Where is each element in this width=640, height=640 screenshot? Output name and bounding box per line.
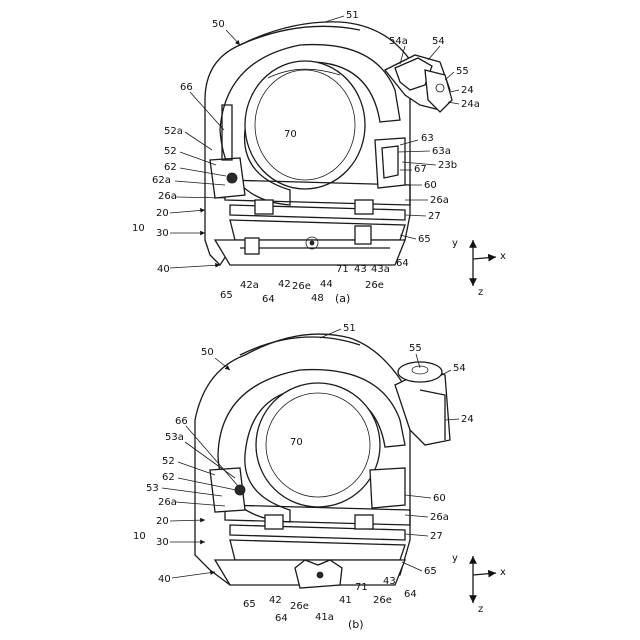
label-51-b: 51 <box>343 323 356 334</box>
label-71-b: 71 <box>355 582 368 593</box>
label-10-a: 10 <box>132 223 145 234</box>
label-63a-a: 63a <box>432 146 451 157</box>
label-55-b: 55 <box>409 343 422 354</box>
label-10-b: 10 <box>133 531 146 542</box>
label-63-a: 63 <box>421 133 434 144</box>
label-50-b: 50 <box>201 347 214 358</box>
label-26a-left-a: 26a <box>158 191 177 202</box>
label-41a-b: 41a <box>315 612 334 623</box>
label-26a-left-b: 26a <box>158 497 177 508</box>
label-64-left-a: 64 <box>262 294 275 305</box>
lens-70-b <box>256 383 380 507</box>
label-26e-right-a: 26e <box>365 280 384 291</box>
label-54a-a: 54a <box>389 36 408 47</box>
label-40-b: 40 <box>158 574 171 585</box>
label-48-a: 48 <box>311 293 324 304</box>
axis-y-label-b: y <box>452 553 458 564</box>
label-70-b: 70 <box>290 437 303 448</box>
label-43a-a: 43a <box>371 264 390 275</box>
figure-b-drawing <box>195 334 450 588</box>
label-24-a: 24 <box>461 85 474 96</box>
caption-b: (b) <box>348 618 364 631</box>
label-54-a: 54 <box>432 36 445 47</box>
label-53-b: 53 <box>146 483 159 494</box>
label-24a-a: 24a <box>461 99 480 110</box>
axis-triad-b: y x z <box>452 553 506 615</box>
label-65-right-a: 65 <box>418 234 431 245</box>
label-20-b: 20 <box>156 516 169 527</box>
label-62-a: 62 <box>164 162 177 173</box>
label-52a-a: 52a <box>164 126 183 137</box>
label-52-a: 52 <box>164 146 177 157</box>
label-23b-a: 23b <box>438 160 457 171</box>
axis-x-label-b: x <box>500 567 506 578</box>
label-26e-right-b: 26e <box>373 595 392 606</box>
label-42a-a: 42a <box>240 280 259 291</box>
figure-a-drawing <box>205 22 452 265</box>
label-71-a: 71 <box>336 264 349 275</box>
label-60-a: 60 <box>424 180 437 191</box>
label-20-a: 20 <box>156 208 169 219</box>
label-30-b: 30 <box>156 537 169 548</box>
label-66-a: 66 <box>180 82 193 93</box>
label-26e-left-a: 26e <box>292 281 311 292</box>
label-54-b: 54 <box>453 363 466 374</box>
label-70-a: 70 <box>284 129 297 140</box>
pin-62-a <box>227 173 237 183</box>
label-67-a: 67 <box>414 164 427 175</box>
label-27-a: 27 <box>428 211 441 222</box>
label-53a-b: 53a <box>165 432 184 443</box>
label-42-b: 42 <box>269 595 282 606</box>
label-27-b: 27 <box>430 531 443 542</box>
label-43-a: 43 <box>354 264 367 275</box>
label-65-left-a: 65 <box>220 290 233 301</box>
axis-z-label-a: z <box>478 287 483 298</box>
lens-70-a <box>245 61 365 189</box>
label-62a-a: 62a <box>152 175 171 186</box>
label-26a-right-b: 26a <box>430 512 449 523</box>
axis-x-label-a: x <box>500 251 506 262</box>
label-65-left-b: 65 <box>243 599 256 610</box>
label-66-b: 66 <box>175 416 188 427</box>
label-30-a: 30 <box>156 228 169 239</box>
pin-62-b <box>235 485 245 495</box>
axis-z-label-b: z <box>478 604 483 615</box>
caption-a: (a) <box>335 292 350 305</box>
axis-y-label-a: y <box>452 238 458 249</box>
label-62-b: 62 <box>162 472 175 483</box>
label-26e-left-b: 26e <box>290 601 309 612</box>
label-60-b: 60 <box>433 493 446 504</box>
label-26a-right-a: 26a <box>430 195 449 206</box>
label-24-b: 24 <box>461 414 474 425</box>
label-65-right-b: 65 <box>424 566 437 577</box>
label-64-right-a: 64 <box>396 258 409 269</box>
label-42-a: 42 <box>278 279 291 290</box>
label-50-a: 50 <box>212 19 225 30</box>
label-64-left-b: 64 <box>275 613 288 624</box>
label-40-a: 40 <box>157 264 170 275</box>
label-43-b: 43 <box>383 576 396 587</box>
label-64-right-b: 64 <box>404 589 417 600</box>
label-55-a: 55 <box>456 66 469 77</box>
label-52-b: 52 <box>162 456 175 467</box>
label-41-b: 41 <box>339 595 352 606</box>
label-51-a: 51 <box>346 10 359 21</box>
axis-triad-a: y x z <box>452 238 506 298</box>
label-44-a: 44 <box>320 279 333 290</box>
